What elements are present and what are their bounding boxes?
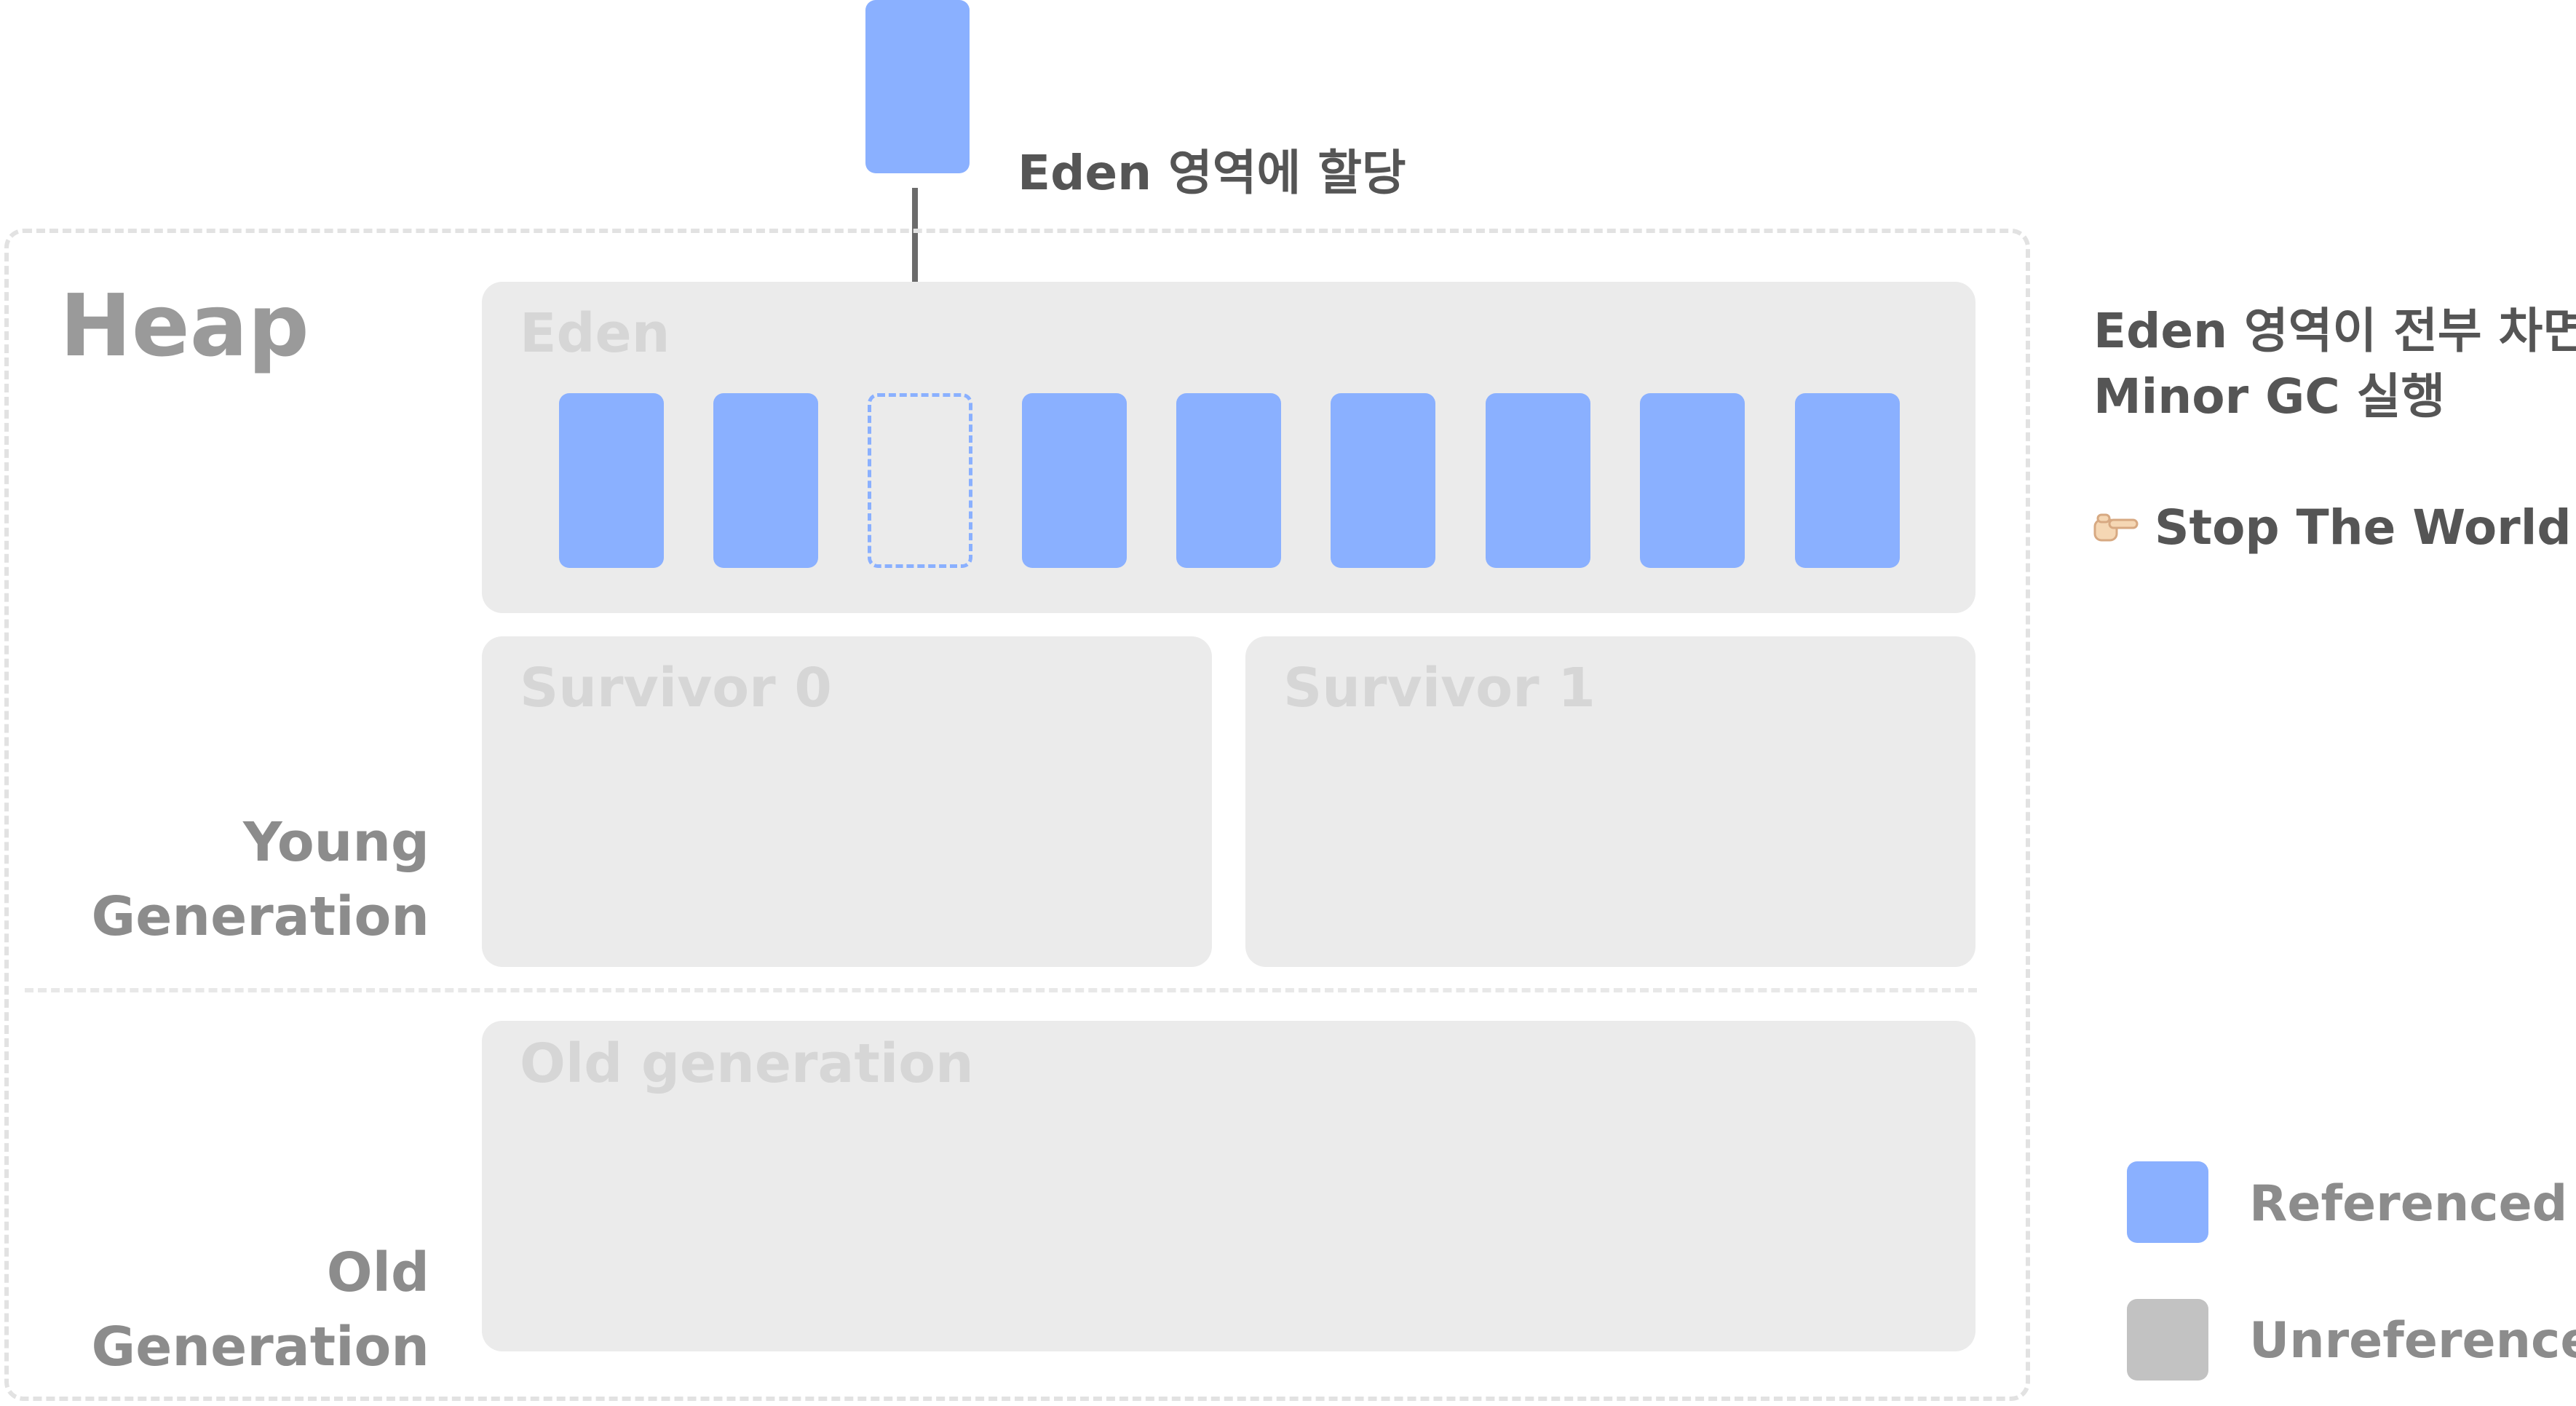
eden-object [1486, 393, 1590, 568]
old-generation-region: Old generation [482, 1021, 1975, 1351]
stop-the-world-line: Stop The World [2093, 495, 2576, 561]
incoming-object [865, 0, 970, 173]
survivor0-region: Survivor 0 [482, 636, 1212, 967]
minor-gc-note: Eden 영역이 전부 차면 Minor GC 실행 Stop The Worl… [2093, 299, 2576, 561]
legend-unreferenced-swatch [2127, 1299, 2208, 1381]
legend-referenced-swatch [2127, 1161, 2208, 1243]
young-generation-line1: Young [243, 811, 429, 874]
young-generation-line2: Generation [91, 885, 430, 948]
old-generation-line2: Generation [91, 1316, 430, 1378]
note-line1: Eden 영역이 전부 차면 [2093, 303, 2576, 359]
eden-object [1795, 393, 1900, 568]
survivor1-label: Survivor 1 [1283, 657, 1596, 719]
eden-object [559, 393, 664, 568]
note-line2: Minor GC 실행 [2093, 368, 2446, 424]
pointing-hand-icon [2093, 513, 2139, 542]
eden-empty-slot [868, 393, 972, 568]
generation-divider [25, 988, 1977, 992]
heap-title: Heap [60, 275, 309, 376]
allocation-arrow-line [912, 188, 918, 366]
survivor0-label: Survivor 0 [520, 657, 832, 719]
eden-object [1022, 393, 1127, 568]
eden-object [713, 393, 818, 568]
allocation-label: Eden 영역에 할당 [1018, 145, 1406, 201]
heap-container [4, 229, 2030, 1401]
legend-referenced-label: Referenced [2249, 1175, 2568, 1233]
stop-the-world-label: Stop The World [2155, 499, 2572, 556]
eden-object [1176, 393, 1281, 568]
legend-unreferenced-label: Unreferenced [2249, 1312, 2576, 1370]
eden-object [1640, 393, 1745, 568]
old-generation-label: Old Generation [44, 1236, 430, 1384]
eden-object [1331, 393, 1435, 568]
old-generation-region-label: Old generation [520, 1032, 974, 1095]
old-generation-line1: Old [326, 1241, 429, 1304]
eden-label: Eden [520, 302, 670, 365]
young-generation-label: Young Generation [44, 805, 430, 954]
survivor1-region: Survivor 1 [1245, 636, 1975, 967]
